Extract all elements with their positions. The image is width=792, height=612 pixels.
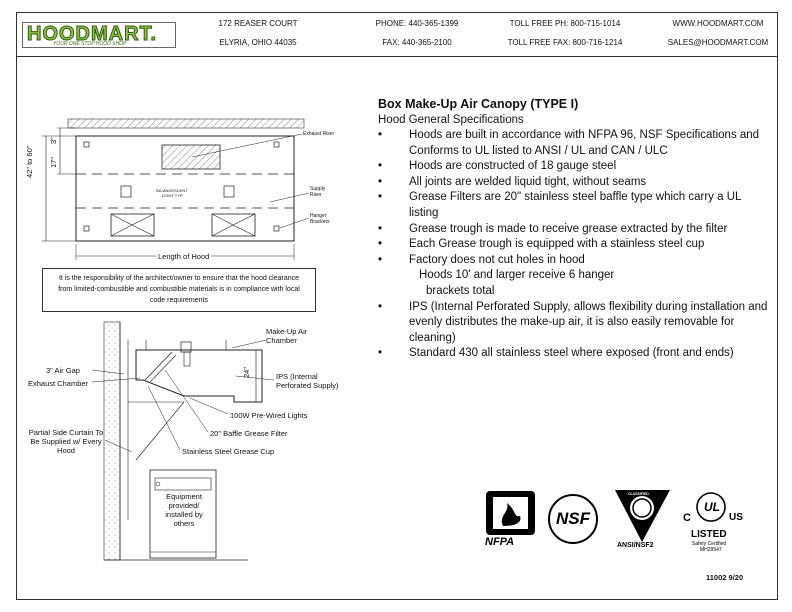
- bullet: •: [378, 222, 383, 235]
- makeup-air-chamber-label: Make-Up Air Chamber: [266, 327, 308, 345]
- address-block: 172 REASER COURT ELYRIA, OHIO 44035: [208, 14, 308, 52]
- lights-label: 100W Pre-Wired Lights: [230, 411, 308, 420]
- exhaust-chamber-label: Exhaust Chamber: [28, 379, 89, 388]
- hanger-brackets-label: Hanger Brackets: [310, 213, 330, 225]
- spec-text: Standard 430 all stainless steel where e…: [409, 347, 734, 360]
- grease-cup-label: Stainless Steel Grease Cup: [182, 447, 275, 456]
- bullet: •: [378, 300, 383, 313]
- hoodmart-logo: HOODMART. YOUR ONE STOP HOOD SHOP: [22, 22, 176, 48]
- spec-text: Grease Filters are 20" stainless steel b…: [409, 191, 741, 219]
- length-of-hood-label: Length of Hood: [156, 252, 212, 261]
- nfpa-logo-text: NFPA: [485, 536, 515, 548]
- exhaust-riser-label: Exhaust Riser: [303, 131, 335, 137]
- bullet: •: [378, 347, 383, 360]
- equipment-label: Equipment provided/ installed by others: [160, 492, 208, 528]
- spec-continuation: Hoods 10' and larger receive 6 hanger: [419, 269, 615, 282]
- bullet: •: [378, 129, 383, 141]
- spec-text: Factory does not cut holes in hood: [409, 253, 585, 266]
- dim-3-label: 3": [49, 137, 58, 144]
- center-text-2: LIGHT TYP.: [162, 193, 184, 198]
- phone-block: PHONE: 440-365-1399 FAX: 440-365-2100: [362, 14, 472, 52]
- spec-text: Hoods are constructed of 18 gauge steel: [409, 160, 617, 173]
- logo-wordmark: HOODMART.: [26, 23, 158, 46]
- spec-item: • Hoods are constructed of 18 gauge steel: [378, 159, 768, 175]
- header-divider: [16, 56, 778, 57]
- address-line-2: ELYRIA, OHIO 44035: [219, 38, 297, 47]
- tollfree-fax: TOLL FREE FAX: 800-716-1214: [507, 38, 623, 47]
- bullet: •: [378, 160, 383, 173]
- clearance-note: It is the responsibility of the architec…: [42, 268, 316, 312]
- website-link[interactable]: WWW.HOODMART.COM: [672, 19, 764, 28]
- bullet: •: [378, 253, 383, 266]
- spec-item: • Grease trough is made to receive grease…: [378, 222, 768, 238]
- spec-text: Each Grease trough is equipped with a st…: [409, 238, 705, 251]
- ul-listed-text: LISTED: [691, 529, 727, 540]
- ul-c-text: C: [683, 512, 691, 524]
- page-border: [16, 12, 778, 600]
- curtain-label: Partial Side Curtain To Be Supplied w/ E…: [28, 428, 104, 455]
- nsf-logo-text: NSF: [556, 509, 590, 528]
- spec-text: IPS (Internal Perforated Supply, allows …: [409, 300, 768, 344]
- web-block: WWW.HOODMART.COM SALES@HOODMART.COM: [660, 14, 776, 52]
- center-text-1: INCANDESCENT: [156, 188, 188, 193]
- spec-text: All joints are welded liquid tight, with…: [409, 175, 647, 188]
- ansi-logo-text: ANSI/NSF2: [617, 542, 654, 549]
- classified-text: CLASSIFIED: [628, 492, 649, 496]
- bullet: •: [378, 238, 383, 251]
- ul-sub-text: Safety Certified: [692, 541, 727, 547]
- plan-view: [42, 118, 310, 260]
- spec-item: • IPS (Internal Perforated Supply, allows…: [378, 300, 768, 347]
- fax-number: FAX: 440-365-2100: [382, 38, 452, 47]
- spec-text: Hoods are built in accordance with NFPA …: [409, 129, 760, 157]
- spec-item: • Standard 430 all stainless steel where …: [378, 346, 768, 362]
- tollfree-block: TOLL FREE PH: 800-715-1014 TOLL FREE FAX…: [495, 14, 635, 52]
- certification-logos: [486, 490, 726, 544]
- filter-label: 20" Baffle Grease Filter: [210, 429, 288, 438]
- air-gap-label: 3" Air Gap: [46, 366, 80, 375]
- dim-17-label: 17": [49, 156, 58, 168]
- spec-item: • Grease Filters are 20" stainless steel …: [378, 190, 768, 221]
- spec-item: • Factory does not cut holes in hood: [378, 253, 768, 269]
- spec-item: • All joints are welded liquid tight, wit…: [378, 175, 768, 191]
- tollfree-phone: TOLL FREE PH: 800-715-1014: [509, 19, 621, 28]
- spec-item: • Each Grease trough is equipped with a s…: [378, 237, 768, 253]
- spec-subtitle: Hood General Specifications: [378, 114, 524, 126]
- document-number: 11002 9/20: [706, 573, 744, 582]
- dim-height-label: 42" to 60": [25, 145, 34, 178]
- bullet: •: [378, 175, 383, 188]
- ips-label: IPS (Internal Perforated Supply): [276, 372, 339, 390]
- ul-number-text: MH29547: [700, 547, 722, 553]
- spec-list: • Hoods are built in accordance with NFPA…: [378, 128, 768, 362]
- bullet: •: [378, 191, 383, 204]
- email-link[interactable]: SALES@HOODMART.COM: [667, 38, 769, 47]
- logo-tagline: YOUR ONE STOP HOOD SHOP: [53, 41, 127, 47]
- dim-24-label: 24": [242, 366, 251, 378]
- spec-continuation: brackets total: [426, 284, 495, 297]
- spec-text: Grease trough is made to receive grease …: [409, 222, 728, 235]
- ul-mark-icon: UL: [704, 500, 720, 514]
- phone-number: PHONE: 440-365-1399: [375, 19, 459, 28]
- spec-item: • Hoods are built in accordance with NFPA…: [378, 128, 768, 159]
- supply-riser-label: Supply Riser: [310, 186, 326, 198]
- spec-title: Box Make-Up Air Canopy (TYPE I): [378, 97, 579, 111]
- address-line-1: 172 REASER COURT: [218, 19, 298, 28]
- ul-us-text: US: [729, 512, 743, 523]
- section-view: [91, 321, 275, 561]
